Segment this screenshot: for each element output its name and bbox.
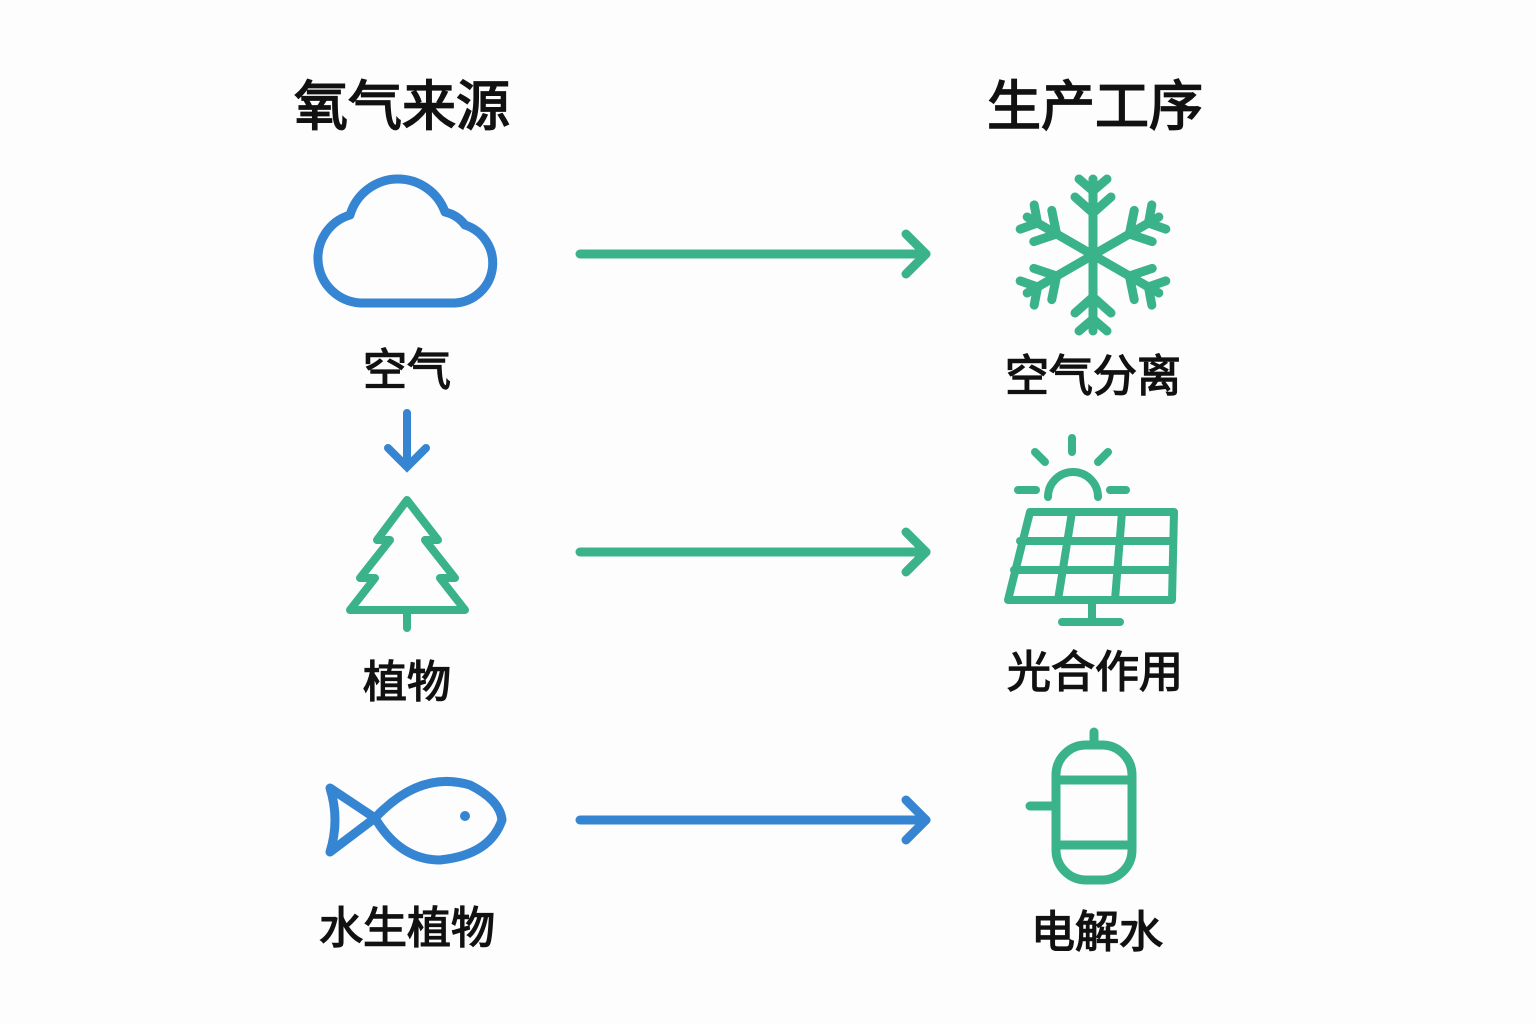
arrow-air-to-separation bbox=[575, 229, 931, 279]
process-label-photosynthesis: 光合作用 bbox=[1007, 647, 1183, 698]
electrolysis-tank-icon bbox=[1025, 727, 1137, 885]
process-label-air-separation: 空气分离 bbox=[1005, 351, 1181, 402]
solar-panel-icon bbox=[1004, 434, 1178, 626]
source-column-title: 氧气来源 bbox=[294, 75, 510, 138]
process-column-title: 生产工序 bbox=[987, 75, 1203, 138]
source-label-plants: 植物 bbox=[363, 657, 451, 708]
arrow-aquatic-to-electrolysis bbox=[575, 795, 931, 845]
source-label-aquatic-plants: 水生植物 bbox=[319, 903, 495, 954]
arrow-plant-to-photosynthesis bbox=[575, 527, 931, 577]
tree-icon bbox=[346, 496, 469, 632]
source-label-air: 空气 bbox=[363, 345, 451, 396]
snowflake-icon bbox=[1018, 174, 1168, 331]
cloud-icon bbox=[313, 174, 498, 308]
process-label-electrolysis: 电解水 bbox=[1031, 907, 1163, 958]
down-arrow-icon bbox=[384, 409, 430, 473]
fish-icon bbox=[325, 777, 507, 865]
